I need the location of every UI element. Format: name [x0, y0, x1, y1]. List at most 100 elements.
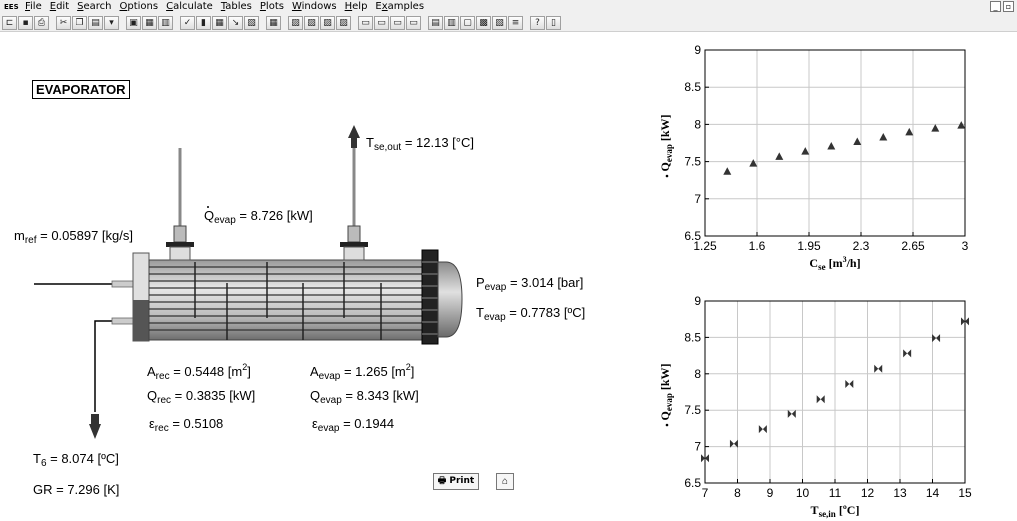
table-icon[interactable]: ▦: [212, 15, 227, 30]
check-icon[interactable]: ✓: [180, 15, 195, 30]
menu-help[interactable]: Help: [344, 1, 368, 12]
y-tick-label: 7.5: [684, 155, 701, 169]
y-tick-label: 8.5: [684, 80, 701, 94]
baffles: [194, 262, 382, 340]
x-tick-label: 1.25: [693, 239, 717, 253]
diagram4-icon[interactable]: ▭: [406, 15, 421, 30]
menu-options[interactable]: Options: [119, 1, 159, 12]
x-tick-label: 2.3: [853, 239, 870, 253]
equations-icon[interactable]: ▣: [126, 15, 141, 30]
diagram1-icon[interactable]: ▭: [358, 15, 373, 30]
data-point: [733, 439, 738, 448]
plot2-icon[interactable]: ▨: [304, 15, 319, 30]
plot1-icon[interactable]: ▨: [288, 15, 303, 30]
menu-tables[interactable]: Tables: [220, 1, 252, 12]
m-ref-value: mref = 0.05897 [kg/s]: [14, 228, 133, 246]
y-tick-label: 8.5: [684, 330, 701, 344]
diagram2-icon[interactable]: ▭: [374, 15, 389, 30]
menu-examples[interactable]: Examples: [375, 1, 425, 12]
print-icon[interactable]: ⎙: [34, 15, 49, 30]
report-icon[interactable]: ▧: [244, 15, 259, 30]
se-outlet-nozzle: [347, 225, 361, 243]
tube-bundle: [149, 266, 422, 331]
data-point: [849, 379, 854, 388]
cut-icon[interactable]: ✂: [56, 15, 71, 30]
eps-evap-value: εevap = 0.1944: [312, 416, 395, 434]
end-cap: [437, 261, 463, 338]
data-point: [905, 127, 914, 136]
data-point: [729, 439, 734, 448]
solution-icon[interactable]: ▥: [158, 15, 173, 30]
data-point: [879, 133, 888, 141]
paste-icon[interactable]: ▤: [88, 15, 103, 30]
copy-icon[interactable]: ❐: [72, 15, 87, 30]
plot3-icon[interactable]: ▨: [320, 15, 335, 30]
x-tick-label: 3: [962, 239, 969, 253]
window4-icon[interactable]: ▩: [476, 15, 491, 30]
y-tick-label: 9: [694, 294, 701, 308]
app-icon: EES: [4, 3, 19, 11]
x-tick-label: 14: [926, 486, 940, 500]
se-inlet-nozzle: [173, 225, 187, 243]
home-button[interactable]: ⌂: [496, 473, 514, 490]
a-rec-value: Arec = 0.5448 [m2]: [147, 362, 251, 382]
menu-bar: EES File Edit Search Options Calculate Tables…: [0, 0, 1017, 14]
help-icon[interactable]: ?: [530, 15, 545, 30]
menu-search[interactable]: Search: [77, 1, 112, 12]
q-evap-value: Qevap = 8.726 [kW]: [204, 206, 313, 226]
data-point: [903, 349, 908, 358]
calc-icon[interactable]: ▮: [196, 15, 211, 30]
window3-icon[interactable]: ▢: [460, 15, 475, 30]
menu-edit[interactable]: Edit: [49, 1, 70, 12]
save-icon[interactable]: ▪: [18, 15, 33, 30]
data-point: [762, 425, 767, 434]
window1-icon[interactable]: ▤: [428, 15, 443, 30]
plot-border: [704, 300, 966, 484]
folder-open-icon[interactable]: ⊏: [2, 15, 17, 30]
menu-windows[interactable]: Windows: [291, 1, 337, 12]
x-tick-label: 1.6: [749, 239, 766, 253]
y-axis-label: Qevap [kW]: [658, 363, 674, 420]
window5-icon[interactable]: ▧: [492, 15, 507, 30]
formatted-icon[interactable]: ▦: [142, 15, 157, 30]
window6-icon[interactable]: ≡: [508, 15, 523, 30]
data-point: [965, 317, 969, 326]
arrow-up-icon: [348, 125, 360, 138]
toolbar: ⊏▪⎙✂❐▤▾▣▦▥✓▮▦↘▧▦▨▨▨▨▭▭▭▭▤▥▢▩▧≡?▯: [0, 14, 1017, 32]
t6-value: T6 = 8.074 [ºC]: [33, 451, 119, 469]
grid-icon[interactable]: ▦: [266, 15, 281, 30]
x-tick-label: 9: [767, 486, 774, 500]
page-title: EVAPORATOR: [32, 80, 130, 99]
home-icon: ⌂: [501, 476, 509, 487]
p-evap-value: Pevap = 3.014 [bar]: [476, 275, 584, 293]
data-point: [801, 147, 810, 155]
plot-icon[interactable]: ↘: [228, 15, 243, 30]
print-button[interactable]: 🖶 Print: [433, 473, 479, 490]
inlet-pipe-1: [111, 280, 135, 288]
diagram3-icon[interactable]: ▭: [390, 15, 405, 30]
y-tick-label: 7.5: [684, 403, 701, 417]
data-point: [791, 409, 796, 418]
data-point: [874, 364, 879, 373]
eps-rec-value: εrec = 0.5108: [149, 416, 224, 434]
restore-button[interactable]: ▫: [1003, 1, 1014, 12]
data-point: [853, 137, 862, 146]
plot-frame: [704, 49, 966, 237]
plot4-icon[interactable]: ▨: [336, 15, 351, 30]
q-dot-mark: [665, 174, 669, 178]
window2-icon[interactable]: ▥: [444, 15, 459, 30]
q-dot-mark: [665, 423, 669, 427]
data-point: [820, 395, 825, 404]
data-point: [957, 121, 966, 129]
units-icon[interactable]: ▾: [104, 15, 119, 30]
t-se-out-value: Tse,out = 12.13 [°C]: [366, 135, 474, 153]
data-point: [723, 167, 732, 175]
menu-file[interactable]: File: [25, 1, 42, 12]
minimize-button[interactable]: _: [990, 1, 1001, 12]
data-point: [878, 364, 883, 373]
y-axis-label: Qevap [kW]: [658, 114, 674, 171]
info-icon[interactable]: ▯: [546, 15, 561, 30]
x-tick-label: 13: [893, 486, 907, 500]
menu-plots[interactable]: Plots: [259, 1, 284, 12]
menu-calculate[interactable]: Calculate: [166, 1, 213, 12]
